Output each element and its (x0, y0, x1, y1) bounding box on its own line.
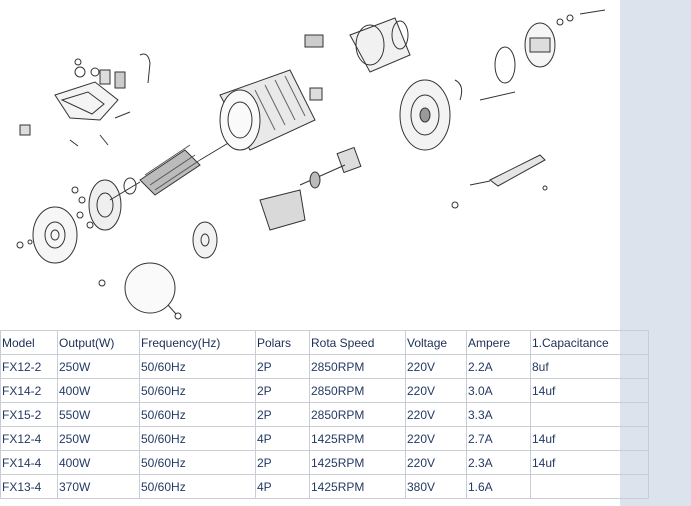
cell-ampere: 3.0A (466, 378, 531, 403)
cell-output: 370W (57, 474, 140, 499)
cell-frequency: 50/60Hz (139, 402, 256, 427)
fan-shroud-part (304, 17, 411, 101)
cell-polars: 2P (255, 354, 310, 379)
capacitor-cap-part (98, 221, 218, 320)
rear-end-cover-part (399, 79, 463, 151)
table-row: FX12-4 250W 50/60Hz 4P 1425RPM 220V 2.7A… (0, 426, 649, 451)
cell-frequency: 50/60Hz (139, 378, 256, 403)
cell-ampere: 2.2A (466, 354, 531, 379)
cell-capacitance: 14uf (530, 426, 649, 451)
front-end-cover-part (16, 206, 78, 264)
back-plate-part (494, 9, 606, 84)
motor-spec-table: Model Output(W) Frequency(Hz) Polars Rot… (0, 330, 649, 499)
header-output: Output(W) (57, 330, 140, 355)
header-model: Model (0, 330, 58, 355)
cell-capacitance: 14uf (530, 450, 649, 475)
cell-voltage: 380V (405, 474, 467, 499)
table-row: FX12-2 250W 50/60Hz 2P 2850RPM 220V 2.2A… (0, 354, 649, 379)
cell-ampere: 3.3A (466, 402, 531, 427)
cell-model: FX13-4 (0, 474, 58, 499)
capacitor-bracket-part (19, 53, 151, 147)
cell-frequency: 50/60Hz (139, 426, 256, 451)
cell-capacitance (530, 474, 649, 499)
bearing-hub-part (71, 179, 122, 231)
cell-voltage: 220V (405, 402, 467, 427)
cell-rota-speed: 1425RPM (309, 450, 406, 475)
cell-rota-speed: 1425RPM (309, 426, 406, 451)
header-rota-speed: Rota Speed (309, 330, 406, 355)
cell-ampere: 2.7A (466, 426, 531, 451)
cell-polars: 4P (255, 474, 310, 499)
cell-voltage: 220V (405, 378, 467, 403)
cell-rota-speed: 2850RPM (309, 378, 406, 403)
table-row: FX14-4 400W 50/60Hz 2P 1425RPM 220V 2.3A… (0, 450, 649, 475)
cell-rota-speed: 1425RPM (309, 474, 406, 499)
cell-output: 550W (57, 402, 140, 427)
switch-lever-part (451, 91, 548, 209)
cell-output: 400W (57, 450, 140, 475)
cell-model: FX12-4 (0, 426, 58, 451)
cell-frequency: 50/60Hz (139, 450, 256, 475)
header-capacitance: 1.Capacitance (530, 330, 649, 355)
cell-voltage: 220V (405, 354, 467, 379)
cell-model: FX14-4 (0, 450, 58, 475)
centrifugal-switch-part (299, 146, 362, 189)
cell-capacitance (530, 402, 649, 427)
cell-output: 250W (57, 426, 140, 451)
header-voltage: Voltage (405, 330, 467, 355)
cell-rota-speed: 2850RPM (309, 402, 406, 427)
cell-polars: 2P (255, 402, 310, 427)
cell-ampere: 1.6A (466, 474, 531, 499)
cell-frequency: 50/60Hz (139, 474, 256, 499)
table-row: FX14-2 400W 50/60Hz 2P 2850RPM 220V 3.0A… (0, 378, 649, 403)
cell-output: 250W (57, 354, 140, 379)
cell-ampere: 2.3A (466, 450, 531, 475)
cell-capacitance: 8uf (530, 354, 649, 379)
cell-polars: 2P (255, 450, 310, 475)
rotor-part (109, 141, 231, 201)
cell-voltage: 220V (405, 450, 467, 475)
stator-housing-part (219, 69, 316, 151)
cell-model: FX14-2 (0, 378, 58, 403)
cell-capacitance: 14uf (530, 378, 649, 403)
cell-model: FX12-2 (0, 354, 58, 379)
terminal-bracket-part (259, 189, 306, 231)
exploded-motor-diagram (16, 9, 606, 320)
cell-polars: 2P (255, 378, 310, 403)
header-ampere: Ampere (466, 330, 531, 355)
cell-voltage: 220V (405, 426, 467, 451)
cell-polars: 4P (255, 426, 310, 451)
cell-model: FX15-2 (0, 402, 58, 427)
header-frequency: Frequency(Hz) (139, 330, 256, 355)
cell-rota-speed: 2850RPM (309, 354, 406, 379)
cell-frequency: 50/60Hz (139, 354, 256, 379)
table-header-row: Model Output(W) Frequency(Hz) Polars Rot… (0, 330, 649, 355)
header-polars: Polars (255, 330, 310, 355)
table-row: FX15-2 550W 50/60Hz 2P 2850RPM 220V 3.3A (0, 402, 649, 427)
table-row: FX13-4 370W 50/60Hz 4P 1425RPM 380V 1.6A (0, 474, 649, 499)
cell-output: 400W (57, 378, 140, 403)
